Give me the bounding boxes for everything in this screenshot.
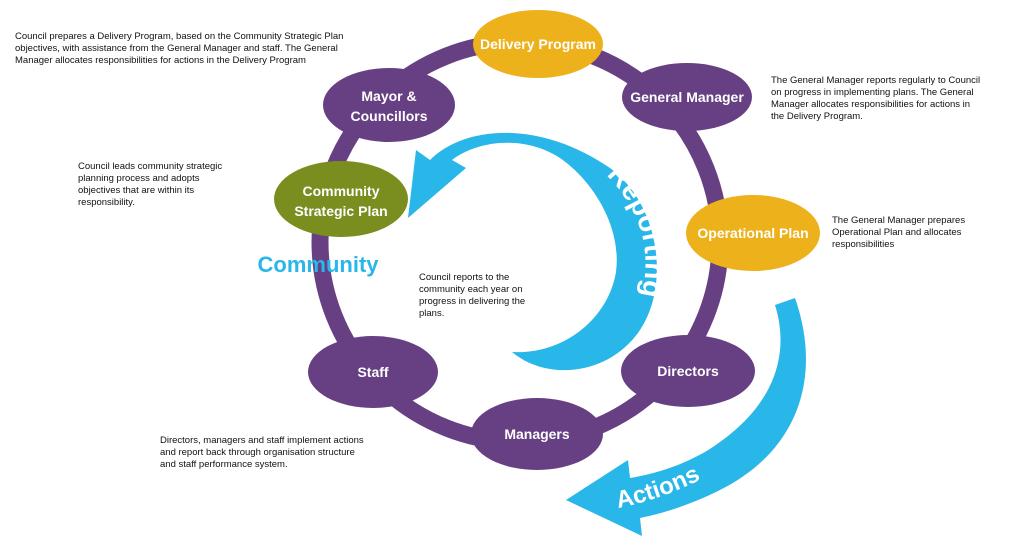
note-council-reports: Council reports to the community each ye… — [419, 272, 526, 319]
node-community-strategic-plan: Community Strategic Plan — [274, 161, 408, 237]
reporting-arrow — [408, 132, 657, 371]
svg-text:Directors: Directors — [657, 363, 719, 379]
note-gm-prepares: The General Manager prepares Operational… — [832, 215, 966, 250]
svg-text:Operational Plan: Operational Plan — [697, 225, 808, 241]
svg-text:Councillors: Councillors — [350, 108, 427, 124]
node-staff: Staff — [308, 336, 438, 408]
node-operational-plan: Operational Plan — [686, 195, 820, 271]
svg-text:Delivery Program: Delivery Program — [480, 36, 596, 52]
community-label: Community — [258, 252, 380, 277]
actions-arrow — [566, 298, 806, 536]
node-managers: Managers — [471, 398, 603, 470]
node-mayor-councillors: Mayor & Councillors — [323, 68, 455, 142]
note-council-prepares: Council prepares a Delivery Program, bas… — [15, 31, 344, 66]
node-general-manager: General Manager — [622, 63, 752, 131]
svg-text:Mayor &: Mayor & — [361, 88, 416, 104]
note-directors-implement: Directors, managers and staff implement … — [160, 435, 364, 470]
svg-text:Strategic Plan: Strategic Plan — [294, 203, 387, 219]
svg-text:General Manager: General Manager — [630, 89, 744, 105]
node-directors: Directors — [621, 335, 755, 407]
node-delivery-program: Delivery Program — [473, 10, 603, 78]
note-gm-reports: The General Manager reports regularly to… — [771, 75, 981, 122]
svg-text:Community: Community — [303, 183, 380, 199]
svg-text:Managers: Managers — [504, 426, 570, 442]
svg-text:Staff: Staff — [357, 364, 388, 380]
note-council-leads: Council leads community strategic planni… — [78, 161, 223, 208]
